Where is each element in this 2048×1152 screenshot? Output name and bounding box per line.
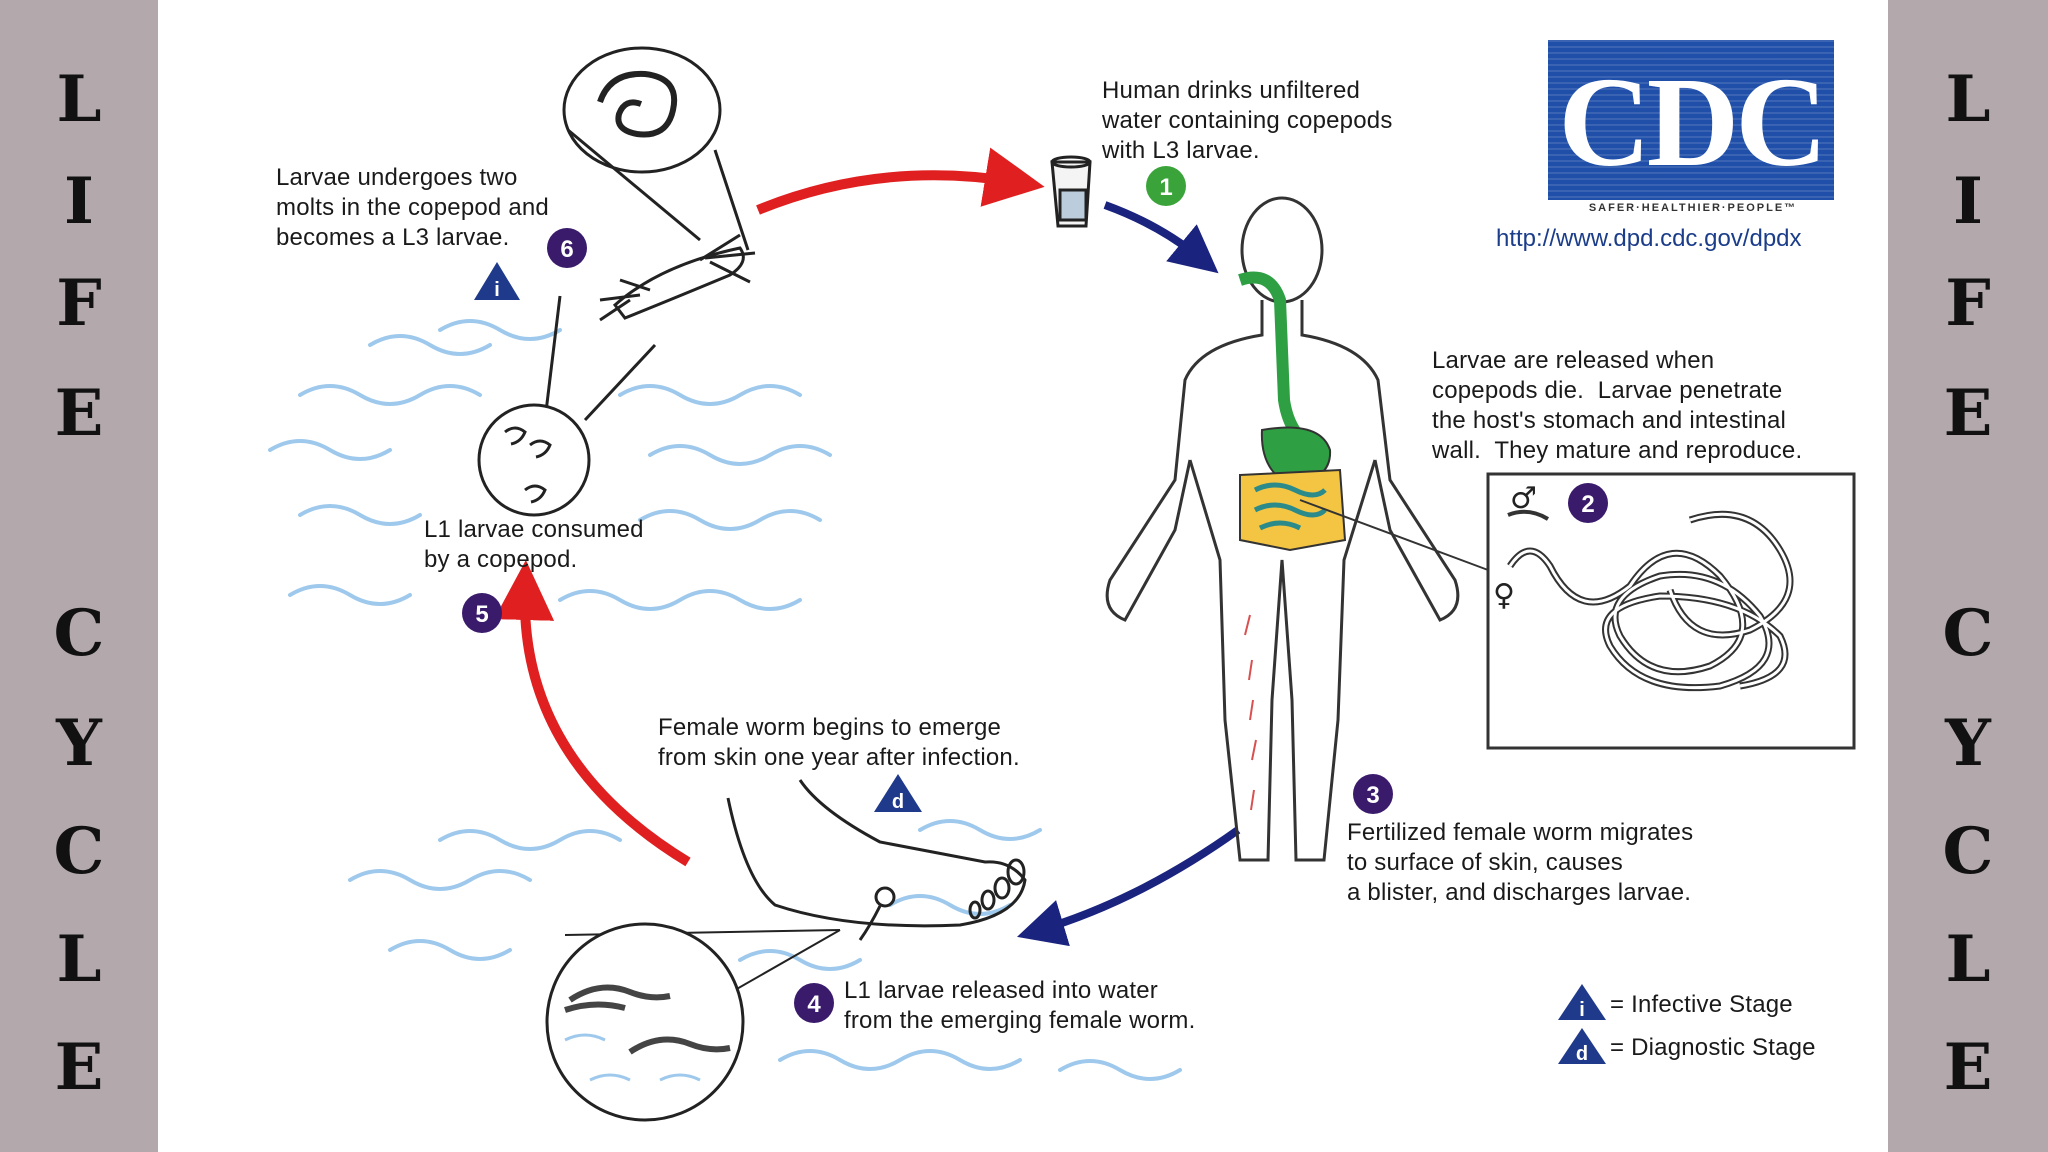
letter: C — [53, 596, 105, 671]
red-arrow-foot-to-copepod — [494, 560, 691, 867]
legend-diagnostic-text: = Diagnostic Stage — [1610, 1034, 1816, 1061]
diagnostic-marker: d — [892, 791, 904, 813]
letter: L — [56, 922, 102, 997]
stage-markers: i d i d — [474, 262, 1606, 1065]
letter: C — [53, 814, 105, 889]
letter: C — [1942, 596, 1994, 671]
step-1-number: 1 — [1159, 174, 1172, 201]
copepod-with-l3-larvae — [562, 46, 756, 322]
letter: Y — [56, 706, 102, 781]
infective-marker: i — [494, 279, 500, 301]
step-3-text: Fertilized female worm migrates to surfa… — [1347, 819, 1694, 906]
step-4-number: 4 — [807, 991, 821, 1018]
legend-diagnostic-marker: d — [1576, 1043, 1588, 1065]
letter: L — [1945, 922, 1991, 997]
step-5-text: L1 larvae consumed by a copepod. — [424, 516, 644, 573]
copepods-eating-l1-magnified — [477, 295, 657, 517]
step-4-text: L1 larvae released into water from the e… — [844, 977, 1196, 1034]
step-6-number: 6 — [560, 236, 573, 263]
cdc-logo: CDC — [1548, 40, 1834, 200]
letter: Y — [1945, 706, 1991, 781]
step-6-text: Larvae undergoes two molts in the copepo… — [276, 164, 549, 251]
cdc-url-link[interactable]: http://www.dpd.cdc.gov/dpdx — [1496, 225, 1802, 252]
cdc-tagline: SAFER·HEALTHIER·PEOPLE™ — [1588, 202, 1798, 214]
letter: E — [1943, 1030, 1993, 1105]
human-body — [1105, 196, 1460, 862]
male-symbol-icon: ♂ — [1510, 481, 1537, 516]
cdc-logo-text: CDC — [1558, 51, 1827, 193]
red-arrow-copepod-to-glass — [756, 147, 1045, 215]
letter: L — [1945, 62, 1991, 137]
water-glass-icon — [1050, 155, 1092, 228]
step-2-number: 2 — [1581, 491, 1594, 518]
step-1-text: Human drinks unfiltered water containing… — [1102, 77, 1393, 164]
letter: I — [64, 164, 94, 239]
step-3-number: 3 — [1366, 782, 1379, 809]
legend-infective-marker: i — [1579, 999, 1585, 1021]
larvae-in-water-magnified — [545, 922, 841, 1122]
worm-track-on-leg — [1244, 614, 1257, 811]
letter: F — [1945, 266, 1991, 341]
letter: L — [56, 62, 102, 137]
letter: F — [56, 266, 102, 341]
sex-symbols: ♂ ♀ — [1493, 481, 1537, 613]
letter: E — [1943, 376, 1993, 451]
emergence-text: Female worm begins to emerge from skin o… — [658, 714, 1020, 771]
step-markers: 1 2 3 4 5 6 — [462, 166, 1608, 1023]
letter: C — [1942, 814, 1994, 889]
letter: I — [1953, 164, 1983, 239]
step-2-text: Larvae are released when copepods die. L… — [1432, 347, 1803, 464]
step-5-number: 5 — [475, 601, 488, 628]
right-side-band: L I F E C Y C L E — [1888, 0, 2048, 1152]
emerging-foot — [726, 779, 1027, 941]
letter: E — [54, 376, 104, 451]
water-waves — [268, 319, 1182, 1081]
left-side-band: L I F E C Y C L E — [0, 0, 158, 1152]
blue-arrow-human-to-foot — [1017, 826, 1241, 947]
letter: E — [54, 1030, 104, 1105]
blue-arrow-glass-to-human — [1103, 201, 1219, 274]
female-symbol-icon: ♀ — [1493, 578, 1515, 613]
legend-infective-text: = Infective Stage — [1610, 991, 1793, 1018]
adult-worms-box — [1299, 472, 1856, 750]
digestive-tract — [1238, 271, 1347, 552]
